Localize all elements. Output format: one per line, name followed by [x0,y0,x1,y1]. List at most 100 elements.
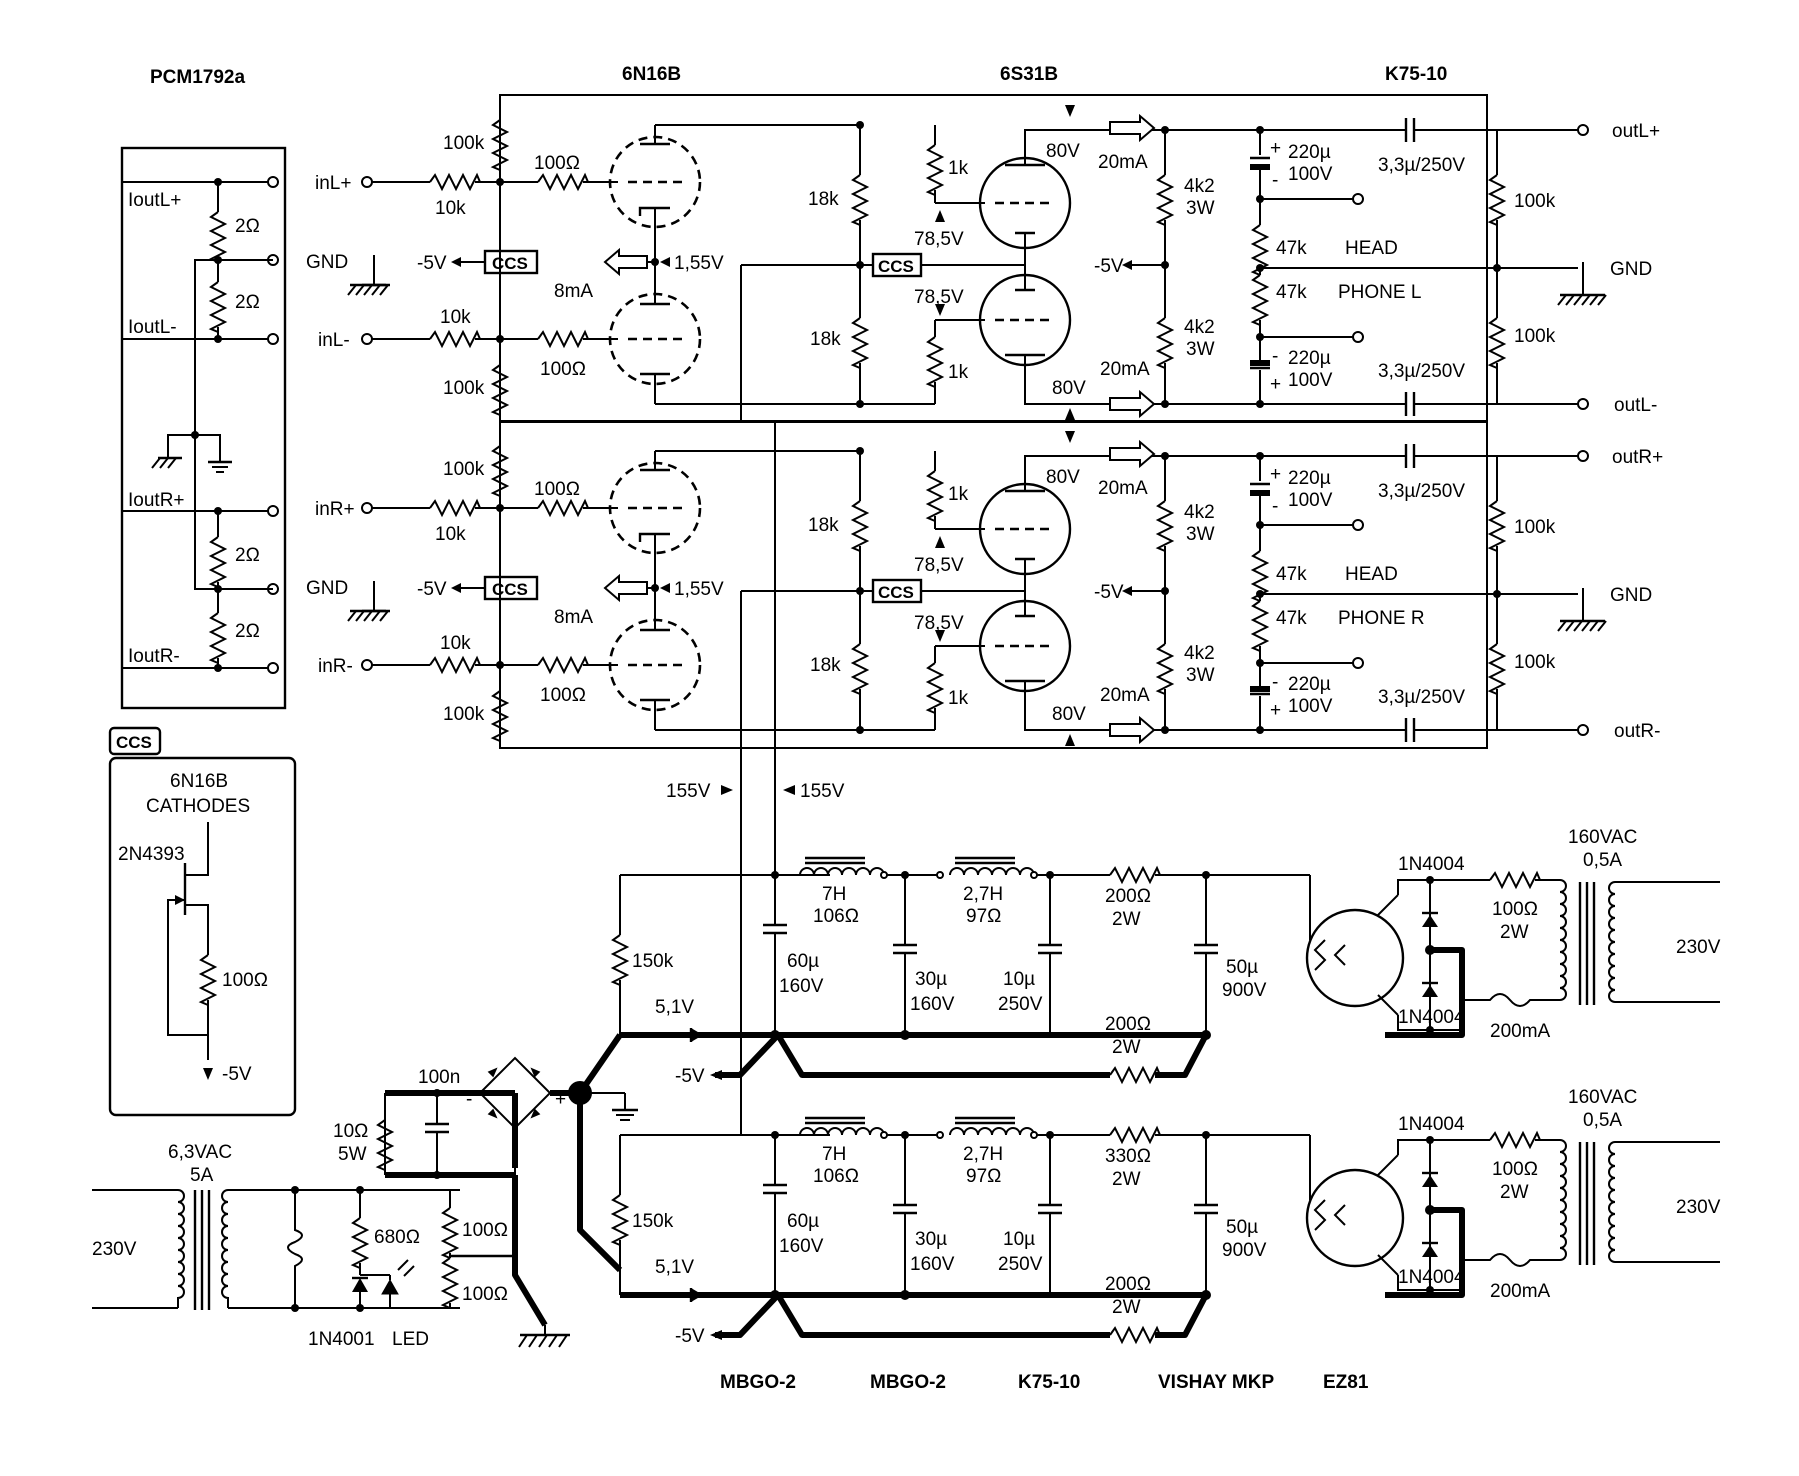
grid-voltage-label: 78,5V [914,287,964,308]
neg-cap-label: 100n [418,1067,460,1088]
grid-stopper-label: 100Ω [540,359,586,380]
ps-cap-value: 220µ [1288,674,1331,695]
transformer-current: 0,5A [1583,850,1622,871]
led-resistor-label: 680Ω [374,1227,420,1248]
choke1-resistance: 106Ω [813,906,859,927]
dac-resistor-label: 2Ω [235,621,260,642]
transformer-voltage: 160VAC [1568,1087,1637,1108]
load-resistor-value: 4k2 [1184,502,1215,523]
footer-label: VISHAY MKP [1158,1372,1274,1393]
output-resistor-label: 100k [1514,517,1556,538]
anode-current-label: 20mA [1098,152,1148,173]
head-resistor-label: 47k [1276,564,1307,585]
output-gnd-label: GND [1610,259,1652,280]
diode-label: 1N4004 [1398,1007,1465,1028]
phone-label: PHONE L [1338,282,1421,303]
divider-resistor-label: 18k [808,515,839,536]
grid-resistor-label: 100k [443,133,485,154]
grid-resistor-label: 100k [443,704,485,725]
choke1-resistance: 106Ω [813,1166,859,1187]
ccs-resistor-label: 100Ω [222,970,268,991]
footer-label: K75-10 [1018,1372,1080,1393]
neg-diode-label: 1N4001 [308,1329,375,1350]
choke1-inductance: 7H [822,1144,846,1165]
grid-resistor-label: 100k [443,459,485,480]
dac-resistor-label: 2Ω [235,216,260,237]
head-resistor-label: 47k [1276,282,1307,303]
ccs-block-label: CCS [492,254,528,273]
bplus-label-1: 155V [666,781,711,802]
output-cap-label: 3,3µ/250V [1378,361,1465,382]
bottom-resistor-power: 2W [1112,1037,1141,1058]
channel-left: CCS -5V 8mA 1,55V CCS [306,94,1660,423]
footer-label: MBGO-2 [720,1372,796,1393]
transformer-voltage: 160VAC [1568,827,1637,848]
anode-resistor-label: 1k [948,688,969,709]
bottom-resistor-power: 2W [1112,1297,1141,1318]
anode-current-label: 20mA [1100,359,1150,380]
heater-mains-label: 230V [92,1239,137,1260]
output-gnd-label: GND [1610,585,1652,606]
trafo-resistor-power: 2W [1500,922,1529,943]
dac-resistor-label: 2Ω [235,292,260,313]
top-resistor-value: 200Ω [1105,886,1151,907]
divider-resistor-label: 18k [810,655,841,676]
head-label: HEAD [1345,564,1398,585]
diode-label: 1N4004 [1398,1267,1465,1288]
output-cap-label: 3,3µ/250V [1378,481,1465,502]
bottom-resistor-value: 200Ω [1105,1014,1151,1035]
input-series-resistor-label: 10k [440,307,471,328]
dac-pin-ioutl-minus: IoutL- [128,317,177,338]
top-resistor-power: 2W [1112,1169,1141,1190]
grid-stopper-label: 100Ω [540,685,586,706]
load-resistor-power: 3W [1186,198,1215,219]
header-output-cap: K75-10 [1385,64,1447,85]
div-resistor-label: 100Ω [462,1220,508,1241]
heater-transformer-current: 5A [190,1165,214,1186]
input-minus-label: inR- [318,656,353,677]
header-input-tube: 6N16B [622,64,681,85]
phone-label: PHONE R [1338,608,1425,629]
footer-label: MBGO-2 [870,1372,946,1393]
cap1-voltage: 160V [779,976,824,997]
choke2-inductance: 2,7H [963,884,1003,905]
output-resistor-label: 100k [1514,652,1556,673]
divider-resistor-label: 18k [810,329,841,350]
channel-right: CCS -5V 8mA 1,55V CCS [306,420,1663,749]
grid-voltage-label: 78,5V [914,613,964,634]
ps-cap-voltage: 100V [1288,490,1333,511]
cap3-value: 10µ [1003,969,1035,990]
head-resistor-label: 47k [1276,608,1307,629]
neg-load-resistor-value: 10Ω [333,1121,368,1142]
cap3-voltage: 250V [998,994,1043,1015]
cap2-value: 30µ [915,969,947,990]
ps-cap-voltage: 100V [1288,164,1333,185]
gnd-label: GND [306,578,348,599]
head-resistor-label: 47k [1276,238,1307,259]
zener-label: 5,1V [655,1257,694,1278]
svg-text:+: + [1270,700,1281,721]
dac-resistor-label: 2Ω [235,545,260,566]
led-label: LED [392,1329,429,1350]
ccs-detail-box: CCS 6N16B CATHODES 2N4393 100Ω -5V [108,726,297,1117]
cap1-value: 60µ [787,951,819,972]
anode-current-label: 20mA [1098,478,1148,499]
bottom-resistor-value: 200Ω [1105,1274,1151,1295]
choke2-resistance: 97Ω [966,906,1001,927]
neg-load-resistor-power: 5W [338,1144,367,1165]
choke2-resistance: 97Ω [966,1166,1001,1187]
anode-current-label: 20mA [1100,685,1150,706]
supply-rail-label: -5V [675,1326,705,1347]
grid-stopper-label: 100Ω [534,153,580,174]
load-resistor-value: 4k2 [1184,643,1215,664]
mains-label: 230V [1676,937,1721,958]
diode-label: 1N4004 [1398,1114,1465,1135]
heater-transformer-voltage: 6,3VAC [168,1142,232,1163]
svg-text:-: - [1272,496,1278,517]
anode-voltage-label: 80V [1046,467,1080,488]
grid-resistor-label: 100k [443,378,485,399]
svg-text:+: + [1270,464,1281,485]
choke2-inductance: 2,7H [963,1144,1003,1165]
cap2-voltage: 160V [910,994,955,1015]
